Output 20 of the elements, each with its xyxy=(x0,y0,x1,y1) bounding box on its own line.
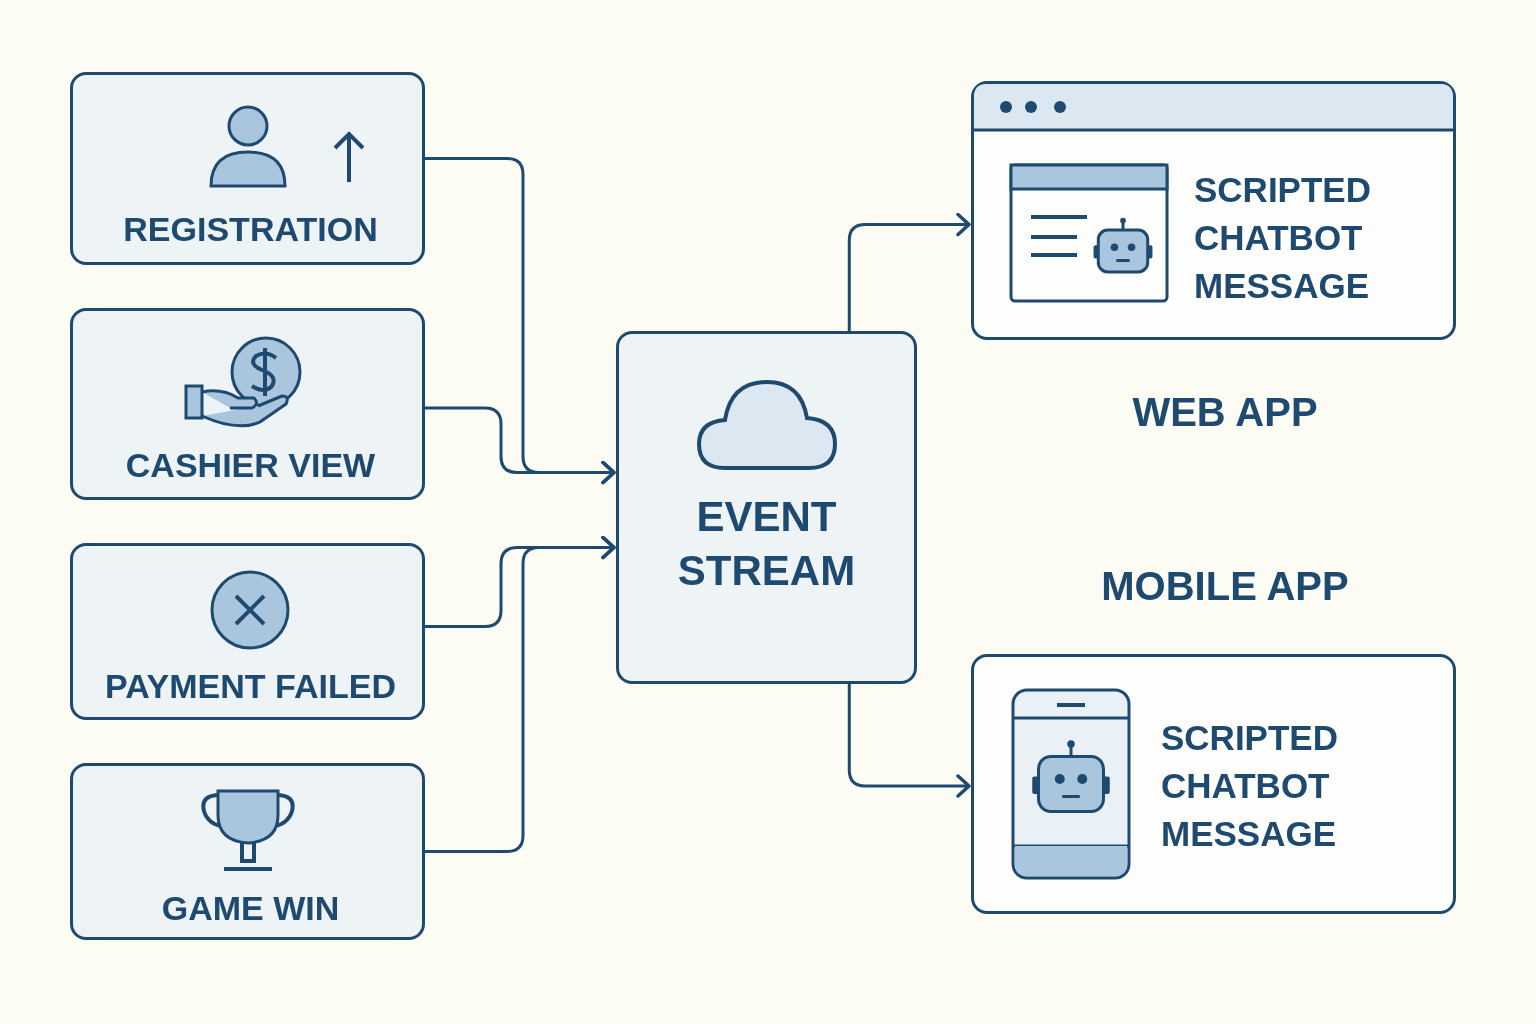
event-box xyxy=(70,543,425,720)
app-caption: MOBILE APP xyxy=(1100,564,1350,609)
node-label: SCRIPTED CHATBOT MESSAGE xyxy=(1194,169,1372,307)
node-label: PAYMENT FAILED xyxy=(104,666,397,707)
app-window xyxy=(971,81,1456,340)
app-panel xyxy=(971,654,1456,914)
node-label: EVENT STREAM xyxy=(676,492,857,596)
node-label: SCRIPTED CHATBOT MESSAGE xyxy=(1161,717,1339,855)
app-caption: WEB APP xyxy=(1131,390,1319,435)
node-label: GAME WIN xyxy=(160,888,341,929)
arrow xyxy=(847,212,971,331)
event-box xyxy=(70,308,425,500)
node-label: REGISTRATION xyxy=(122,209,379,250)
node-label: CASHIER VIEW xyxy=(124,445,377,486)
event-box xyxy=(70,72,425,265)
event-box xyxy=(70,763,425,940)
arrow xyxy=(425,535,616,853)
stream-box xyxy=(616,331,917,684)
arrow xyxy=(847,684,971,798)
arrow xyxy=(425,406,616,485)
